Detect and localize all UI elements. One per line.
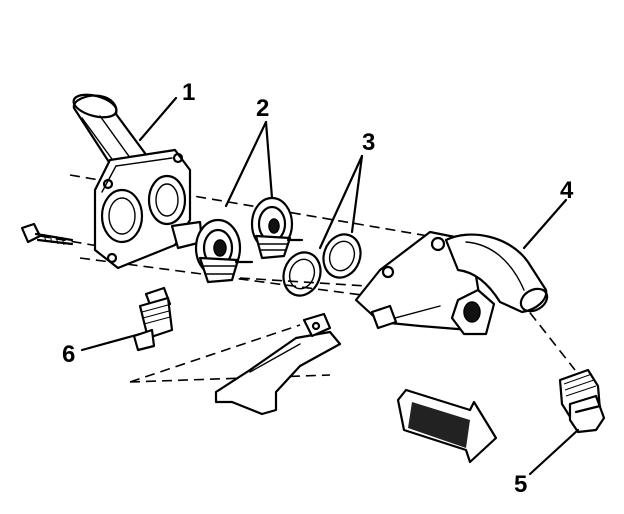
callout-3-label: 3: [362, 129, 375, 156]
callout-2-label: 2: [256, 95, 269, 122]
callout-5-label: 5: [514, 471, 527, 498]
thermostat-seal-right: [322, 233, 362, 279]
callout-6-label: 6: [62, 341, 75, 368]
thermostat-seal-left: [282, 251, 322, 297]
housing-bolt: [20, 222, 74, 246]
thermostat-housing: [72, 93, 204, 270]
front-direction-arrow: [396, 388, 498, 464]
callout-1-label: 1: [182, 79, 195, 106]
leader-lines: [80, 96, 580, 476]
thermostat-left: [194, 218, 254, 284]
callout-4-label: 4: [560, 177, 574, 204]
assembly-axis-lines: [39, 174, 576, 383]
thermostat-right: [250, 196, 304, 260]
water-outlet-elbow: [354, 230, 549, 336]
mounting-bracket: [214, 312, 342, 416]
coolant-sensor-switch: [132, 286, 174, 352]
coolant-temperature-sensor: [558, 368, 606, 434]
